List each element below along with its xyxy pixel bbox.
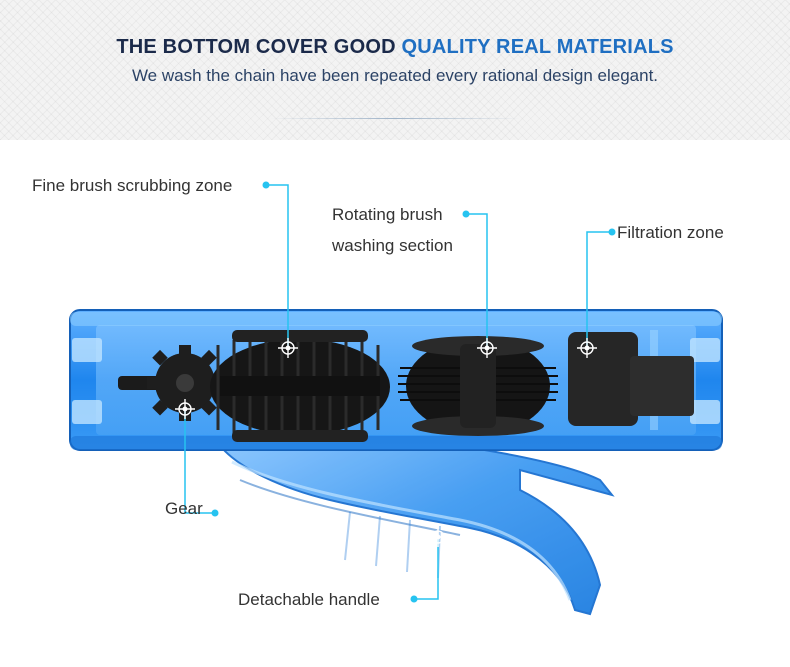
filtration-leader [586,231,612,348]
fine-brush-gears [210,330,390,442]
rotating-brush-label-line2: washing section [332,236,453,255]
rotating-brush-dot [462,210,470,218]
gear-target-icon [175,399,195,419]
rotating-brush-target-icon [477,338,497,358]
fine-brush-target-icon [278,338,298,358]
title-highlight: QUALITY REAL MATERIALS [401,36,674,58]
header-divider [270,118,520,119]
filtration-label: Filtration zone [617,223,724,242]
gear-dot [211,509,219,517]
page-title: THE BOTTOM COVER GOOD QUALITY REAL MATER… [0,36,790,59]
fine-brush-dot [262,181,270,189]
handle-leader [414,537,439,600]
page-subtitle: We wash the chain have been repeated eve… [131,66,659,85]
title-text: THE BOTTOM COVER GOOD [116,36,402,58]
filtration-dot [608,228,616,236]
rotating-brush-leader [466,213,488,348]
gear-label: Gear [165,499,203,518]
rotating-brush [398,336,558,436]
handle-target-icon [428,527,448,547]
handle-label: Detachable handle [238,590,380,609]
fine-brush-label: Fine brush scrubbing zone [32,176,233,195]
header-band: THE BOTTOM COVER GOOD QUALITY REAL MATER… [0,0,790,140]
rotating-brush-label-line1: Rotating brush [332,205,443,224]
small-gear [118,345,230,421]
filtration-target-icon [577,338,597,358]
fine-brush-leader [266,184,289,348]
filtration-sponge [568,332,694,426]
handle-dot [410,595,418,603]
gear-leader [184,409,215,514]
